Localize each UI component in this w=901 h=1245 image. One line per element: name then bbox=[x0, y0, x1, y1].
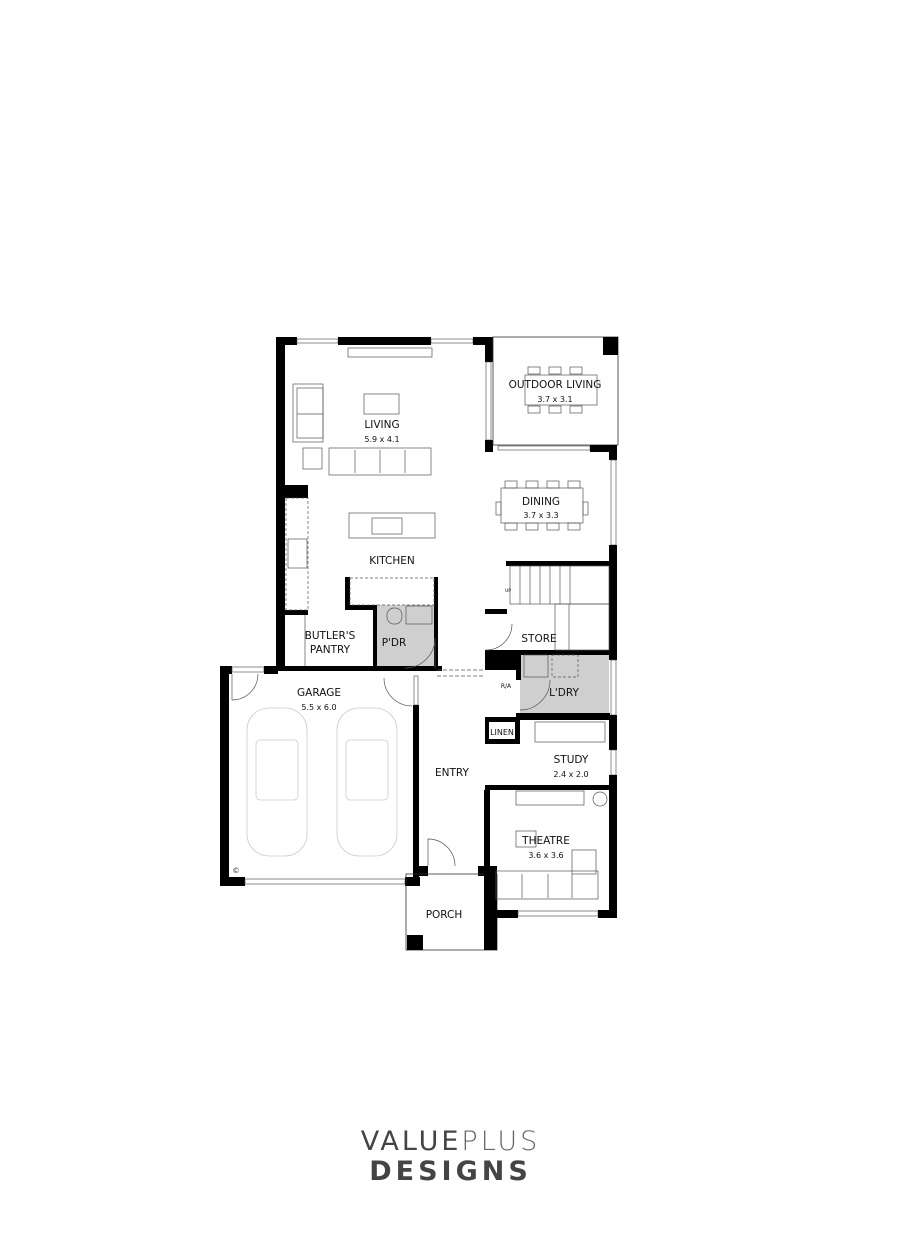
outdoor-living-label: OUTDOOR LIVING bbox=[509, 379, 602, 391]
robe-alcove-label: R/A bbox=[501, 683, 512, 690]
entry-label: ENTRY bbox=[435, 767, 470, 779]
logo-word-plus: PLUS bbox=[461, 1126, 541, 1157]
stairs-up-label: UP bbox=[505, 588, 511, 594]
living-size: 5.9 x 4.1 bbox=[364, 435, 399, 444]
walls bbox=[220, 336, 619, 951]
dining-label: DINING bbox=[522, 496, 560, 508]
porch-label: PORCH bbox=[426, 909, 463, 921]
powder-label: P'DR bbox=[382, 637, 407, 649]
furniture bbox=[231, 347, 610, 900]
laundry-label: L'DRY bbox=[549, 687, 579, 699]
study-label: STUDY bbox=[554, 754, 589, 766]
living-label: LIVING bbox=[364, 419, 399, 431]
logo-word-designs: DESIGNS bbox=[369, 1156, 532, 1187]
stairs bbox=[509, 565, 610, 651]
garage-size: 5.5 x 6.0 bbox=[301, 703, 336, 712]
cars bbox=[246, 707, 398, 857]
logo-word-value: VALUE bbox=[360, 1126, 462, 1157]
study-size: 2.4 x 2.0 bbox=[553, 770, 588, 779]
garage-label: GARAGE bbox=[297, 687, 341, 699]
dining-size: 3.7 x 3.3 bbox=[523, 511, 558, 520]
copyright-symbol: © bbox=[233, 867, 240, 875]
kitchen-label: KITCHEN bbox=[369, 555, 415, 567]
linen-label: LINEN bbox=[490, 728, 514, 737]
outdoor-living-size: 3.7 x 3.1 bbox=[537, 395, 572, 404]
butlers-pantry-label-1: BUTLER'S bbox=[305, 630, 356, 642]
butlers-pantry-label-2: PANTRY bbox=[310, 644, 351, 656]
store-label: STORE bbox=[521, 633, 556, 645]
logo: VALUEPLUS bbox=[0, 1126, 901, 1157]
room-labels: OUTDOOR LIVING 3.7 x 3.1 LIVING 5.9 x 4.… bbox=[233, 379, 602, 921]
laundry-fill bbox=[520, 655, 609, 715]
theatre-size: 3.6 x 3.6 bbox=[528, 851, 563, 860]
theatre-label: THEATRE bbox=[521, 835, 570, 847]
